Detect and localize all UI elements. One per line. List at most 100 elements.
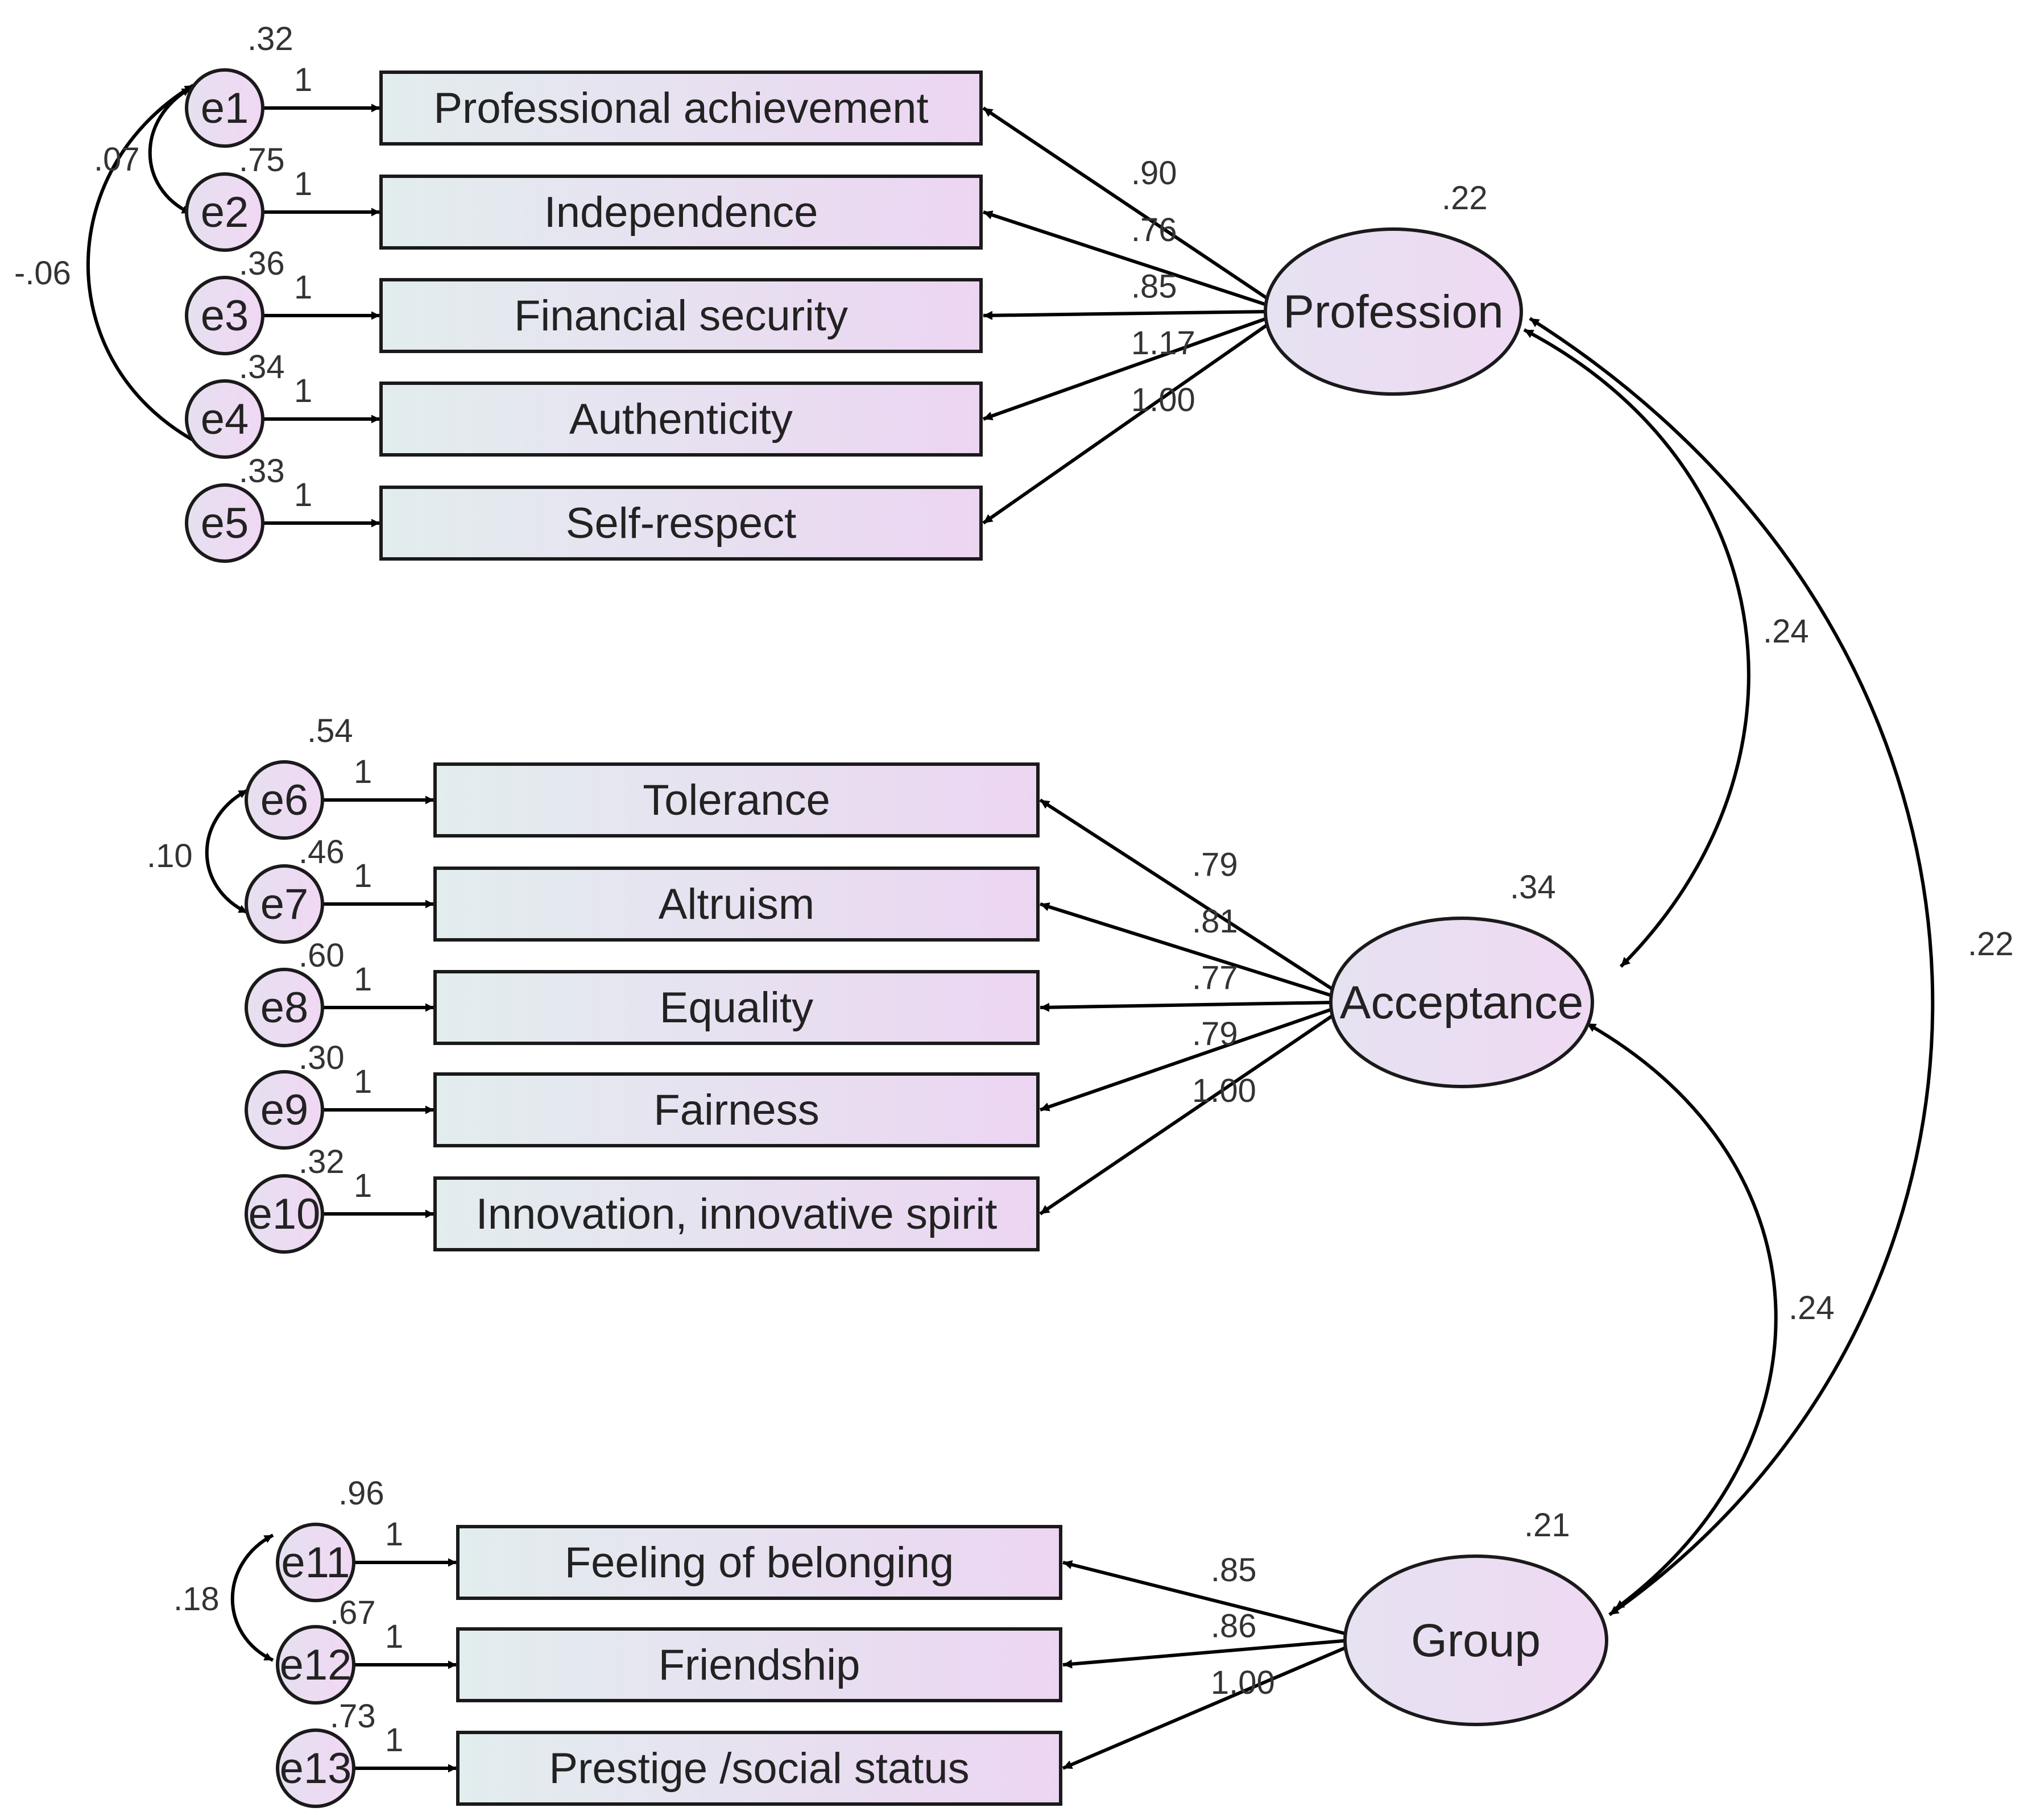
loading-arrow <box>1062 1639 1350 1669</box>
indicator-label: Equality <box>660 984 813 1032</box>
error-variance: .34 <box>239 349 285 385</box>
covariance-value: .10 <box>147 838 193 874</box>
indicator-label: Tolerance <box>643 776 830 824</box>
path-weight: 1 <box>294 61 312 98</box>
error-circle <box>185 68 264 148</box>
path-weight: 1 <box>385 1722 403 1759</box>
loading-value: .90 <box>1131 155 1177 192</box>
path-weight: 1 <box>354 1167 372 1204</box>
error-label: e8 <box>260 984 309 1032</box>
indicator-rect <box>433 867 1040 942</box>
error-variance: .67 <box>330 1594 376 1631</box>
covariance-e1-e2 <box>148 86 192 215</box>
path-weight: 1 <box>294 372 312 409</box>
error-label: e5 <box>201 499 249 548</box>
error-term: e11 .96 <box>276 1475 384 1602</box>
path-weight: 1 <box>354 1063 372 1100</box>
factor-covariance-layer: .24 .22 .24 <box>1523 317 2014 1616</box>
indicator-box: Altruism <box>433 867 1040 942</box>
error-term: e8.60 <box>245 937 345 1047</box>
indicator-box: Independence <box>379 175 983 250</box>
indicator-rect <box>379 382 983 457</box>
loading-arrow <box>1062 1644 1351 1770</box>
latent-label: Acceptance <box>1340 977 1584 1029</box>
loading-value: .85 <box>1211 1552 1257 1589</box>
path-weight: 1 <box>385 1516 403 1553</box>
path-weight: 1 <box>354 753 372 790</box>
error-circle <box>245 968 324 1047</box>
path-weight: 1 <box>354 857 372 894</box>
path-weight: 1 <box>354 961 372 998</box>
error-label: e11 <box>281 1539 350 1587</box>
loading-arrow <box>1040 1001 1336 1012</box>
loading-arrow <box>982 321 1271 525</box>
error-term: e10.32 <box>245 1143 345 1254</box>
error-variance: .75 <box>239 142 285 179</box>
loading-value: .77 <box>1192 960 1238 997</box>
latent-variance: .22 <box>1442 180 1488 217</box>
indicator-rect <box>379 71 983 146</box>
indicator-box: Prestige /social status <box>456 1731 1062 1806</box>
loading-arrow <box>1040 902 1336 998</box>
indicator-box: Equality <box>433 970 1040 1045</box>
loading-value: 1.17 <box>1131 325 1195 362</box>
error-variance: .36 <box>239 245 285 282</box>
error-variance: .54 <box>307 712 353 749</box>
covariance-value: .07 <box>94 141 140 178</box>
indicator-rect <box>433 1176 1040 1251</box>
error-circle <box>245 760 324 840</box>
error-variance: .60 <box>299 937 345 974</box>
loading-value: 1.00 <box>1211 1664 1275 1701</box>
error-term-layer: e1.32e2.75e3.36e4.34e5.33e6.54e7.46e8.60… <box>185 20 384 1808</box>
indicator-label: Fairness <box>653 1086 819 1134</box>
error-term: e2.75 <box>185 142 285 252</box>
error-label: e12 <box>280 1641 352 1689</box>
indicator-rect <box>379 175 983 250</box>
indicator-rect <box>433 1072 1040 1147</box>
indicator-box: Fairness <box>433 1072 1040 1147</box>
indicator-rect <box>456 1627 1062 1702</box>
covariance-value: .24 <box>1789 1290 1835 1326</box>
error-label: e6 <box>260 776 309 824</box>
error-term: e6 .54 <box>245 712 353 840</box>
error-circle <box>185 172 264 252</box>
path-weight: 1 <box>294 165 312 202</box>
indicator-box: Tolerance <box>433 762 1040 838</box>
covariance-profession-group <box>1529 317 1935 1616</box>
latent-label: Group <box>1411 1615 1541 1666</box>
error-variance: .73 <box>330 1698 376 1735</box>
error-label: e7 <box>260 880 309 928</box>
indicator-label: Friendship <box>659 1641 860 1689</box>
error-term: e4.34 <box>185 349 285 459</box>
error-variance: .30 <box>299 1039 345 1076</box>
latent-variance: .34 <box>1510 869 1556 906</box>
error-circle <box>245 1174 324 1254</box>
path-weight: 1 <box>294 476 312 513</box>
indicator-label: Altruism <box>659 880 814 928</box>
error-term: e1.32 <box>185 20 293 148</box>
loading-layer: .90.76.851.171.00.79.81.77.791.00.85.861… <box>982 106 1351 1770</box>
loading-arrow <box>983 310 1270 320</box>
loading-value: .85 <box>1131 268 1177 305</box>
indicator-label: Authenticity <box>569 395 793 443</box>
error-circle <box>185 483 264 563</box>
loading-value: .79 <box>1192 846 1238 883</box>
latent-factor-profession: Profession.22 <box>1264 180 1523 396</box>
covariance-e11-e12 <box>230 1533 274 1662</box>
error-variance: .96 <box>338 1475 384 1512</box>
covariance-value: -.06 <box>14 255 71 292</box>
error-term: e7.46 <box>245 834 345 944</box>
path-weight: 1 <box>294 269 312 306</box>
indicator-box: Feeling of belonging <box>456 1525 1062 1600</box>
indicator-label: Financial security <box>514 292 848 340</box>
loading-arrow <box>1040 1006 1336 1112</box>
indicator-box: Innovation, innovative spirit <box>433 1176 1040 1251</box>
covariance-acceptance-group <box>1586 1022 1778 1611</box>
error-term: e9.30 <box>245 1039 345 1150</box>
indicator-layer: Professional achievementIndependenceFina… <box>379 71 1062 1806</box>
indicator-rect <box>456 1525 1062 1600</box>
error-term: e12.67 <box>276 1594 376 1705</box>
latent-factor-acceptance: Acceptance .34 <box>1329 869 1594 1088</box>
